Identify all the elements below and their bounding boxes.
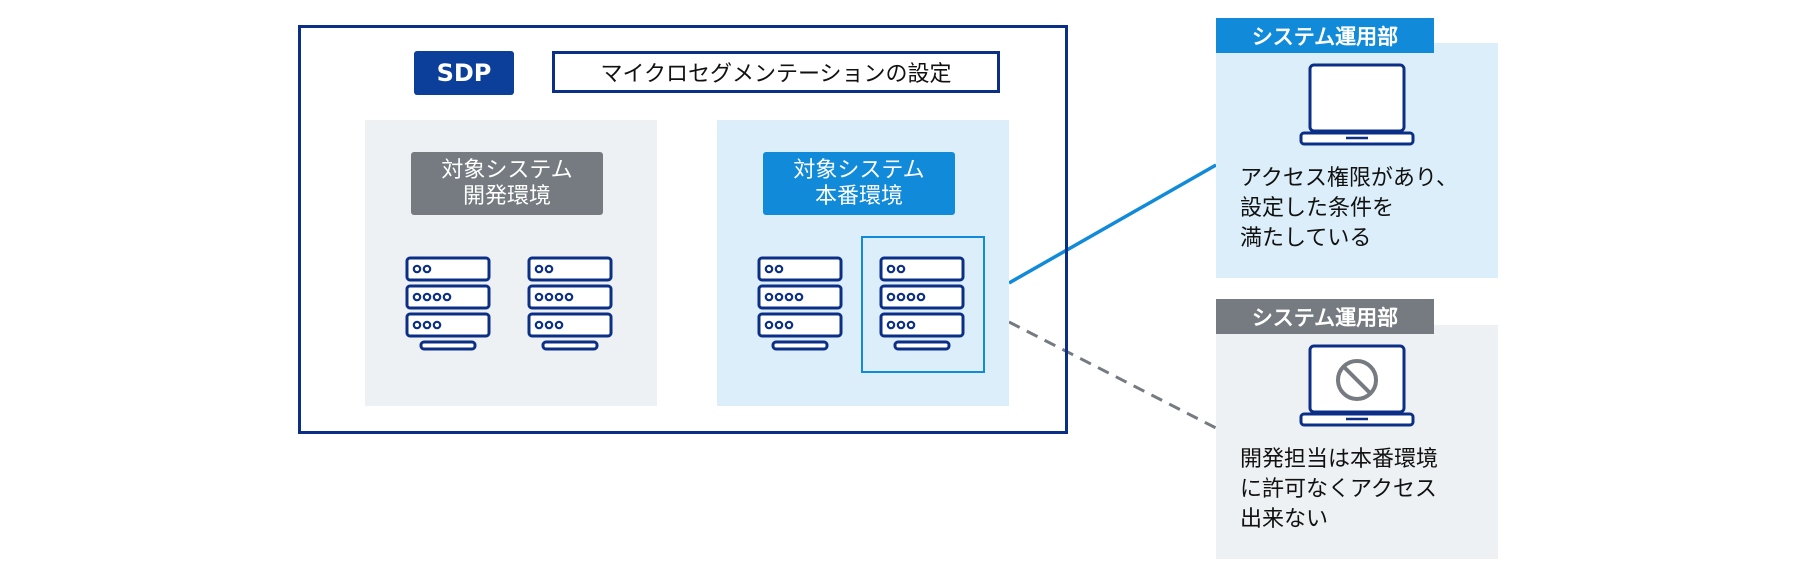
dev-env-label-line1: 対象システム	[441, 157, 573, 183]
sdp-frame	[298, 25, 1068, 434]
micro-segmentation-label: マイクロセグメンテーションの設定	[552, 51, 1000, 93]
laptop-icon	[1299, 63, 1415, 146]
prod-environment-label: 対象システム 本番環境	[763, 152, 955, 215]
allowed-access-line	[1008, 163, 1217, 285]
dev-environment-label: 対象システム 開発環境	[411, 152, 603, 215]
dev-env-label-line2: 開発環境	[462, 183, 551, 209]
server-rack-icon	[527, 256, 613, 351]
denied-access-description: 開発担当は本番環境 に許可なくアクセス 出来ない	[1240, 447, 1439, 532]
prohibited-icon	[1336, 359, 1378, 401]
prod-env-label-line2: 本番環境	[814, 183, 903, 209]
server-rack-icon	[879, 256, 965, 351]
prod-env-label-line1: 対象システム	[793, 157, 925, 183]
target-server-highlight	[861, 236, 985, 373]
operations-dept-label-allowed: システム運用部	[1216, 18, 1434, 53]
allowed-access-description: アクセス権限があり、 設定した条件を 満たしている	[1240, 166, 1459, 251]
operations-dept-label-denied: システム運用部	[1216, 299, 1434, 334]
server-rack-icon	[757, 256, 843, 351]
laptop-icon	[1299, 344, 1415, 427]
sdp-badge: SDP	[414, 51, 514, 95]
server-rack-icon	[405, 256, 491, 351]
